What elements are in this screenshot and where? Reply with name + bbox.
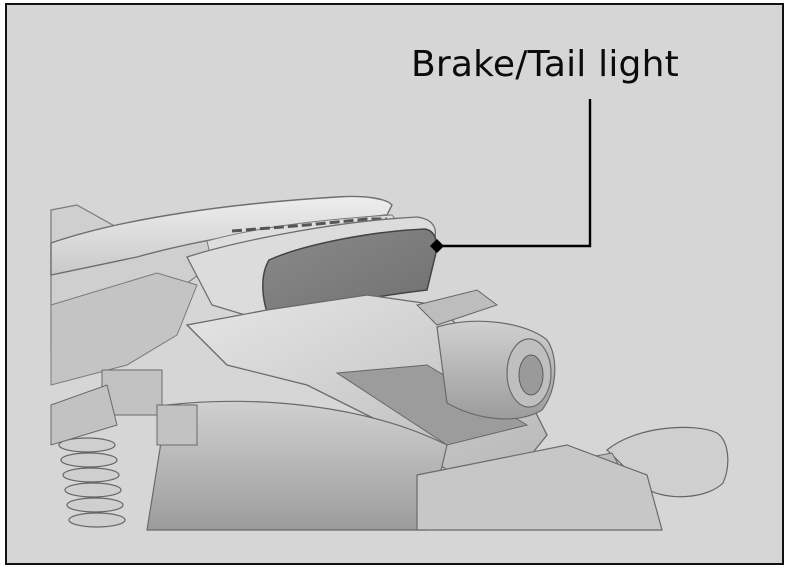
diamond-marker-icon [430, 239, 444, 253]
callout-leader-line [437, 99, 592, 248]
figure-frame: Brake/Tail light [5, 3, 784, 565]
callout-label-brake-tail-light: Brake/Tail light [411, 44, 679, 85]
motorcycle-rear-illustration [50, 99, 729, 531]
rear-shock [58, 437, 126, 528]
plate-holder [416, 444, 663, 531]
muffler [146, 320, 556, 531]
frame-bracket [50, 369, 198, 446]
